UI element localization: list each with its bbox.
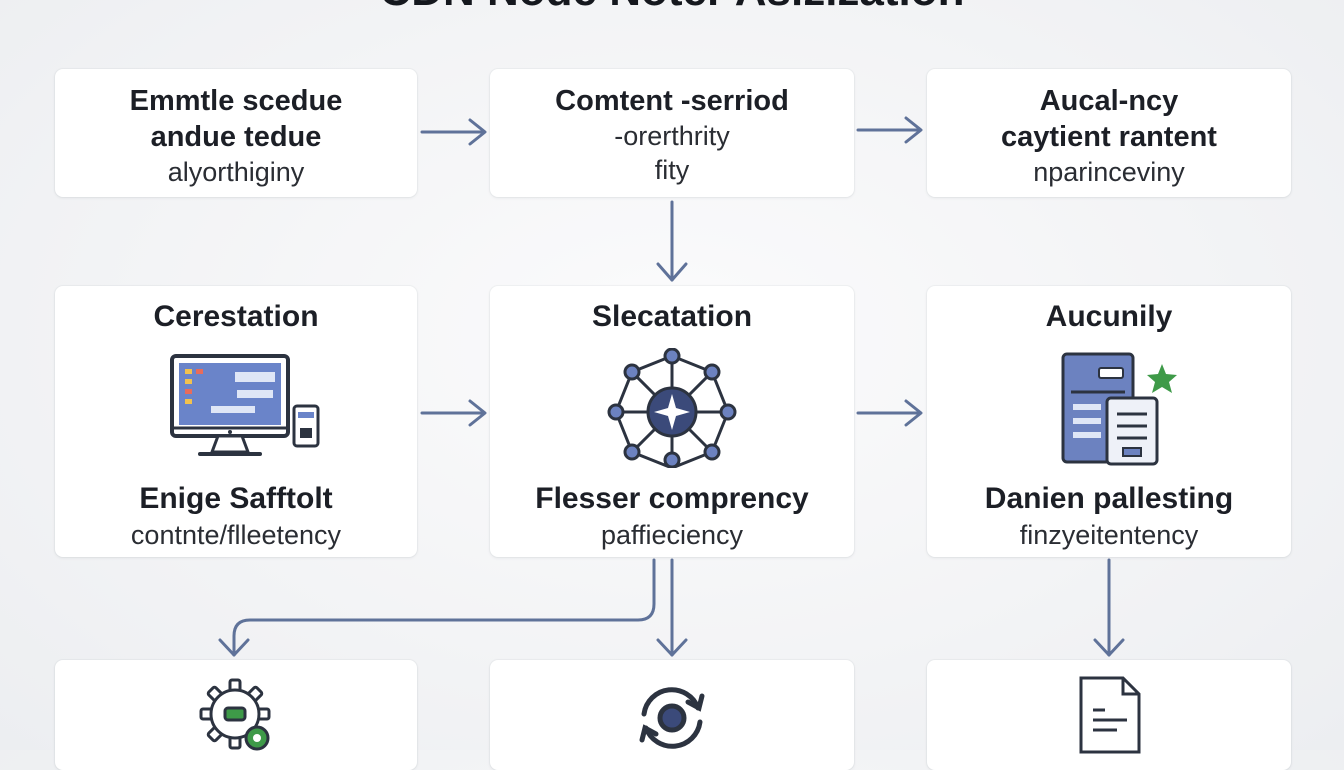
gear-icon bbox=[55, 674, 417, 754]
arrow-r2-c2-to-c3 bbox=[856, 399, 923, 427]
arrow-c2-r1-to-r2 bbox=[656, 200, 688, 282]
arrow-c2-r2-to-r3 bbox=[656, 558, 688, 657]
card-subtitle: -orerthrity bbox=[614, 121, 730, 151]
desktop-computer-icon bbox=[55, 348, 417, 468]
step-card-3-3 bbox=[927, 660, 1291, 770]
card-title-line: Comtent -serriod bbox=[555, 85, 789, 117]
card-caption: contnte/flleetency bbox=[130, 520, 342, 550]
step-card-3-1 bbox=[55, 660, 417, 770]
card-title: Aucunily bbox=[1045, 300, 1173, 333]
step-card-2-1: Cerestation Enige Safftolt contnte/fllee… bbox=[55, 286, 417, 557]
card-subtitle: alyorthiginy bbox=[167, 157, 305, 187]
step-card-1-3: Aucal-ncy caytient rantent nparinceviny bbox=[927, 69, 1291, 197]
card-subtitle: Flesser comprency bbox=[535, 482, 809, 515]
step-card-1-1: Emmtle scedue andue tedue alyorthiginy bbox=[55, 69, 417, 197]
card-subtitle: nparinceviny bbox=[1033, 157, 1185, 187]
arrow-c3-r2-to-r3 bbox=[1093, 558, 1125, 657]
network-nodes-icon bbox=[490, 347, 854, 470]
step-card-2-2: Slecatation bbox=[490, 286, 854, 557]
arrow-r2-c1-to-c2 bbox=[420, 399, 487, 427]
card-subtitle: Danien pallesting bbox=[984, 482, 1234, 515]
server-star-icon bbox=[927, 348, 1291, 468]
card-title: Slecatation bbox=[591, 300, 753, 333]
arrow-r1-c1-to-c2 bbox=[420, 118, 487, 146]
card-subtitle: Enige Safftolt bbox=[139, 482, 333, 515]
refresh-cycle-icon bbox=[490, 674, 854, 754]
card-title: Cerestation bbox=[153, 300, 319, 333]
diagram-title: CDN Node Noter Asizlzation bbox=[0, 0, 1344, 16]
connector-arrows bbox=[218, 116, 1125, 657]
document-icon bbox=[927, 674, 1291, 754]
step-card-3-2 bbox=[490, 660, 854, 770]
arrow-c2-r2-to-c1-r3 bbox=[218, 558, 656, 657]
step-card-2-3: Aucunily Danien pallesting finzyeitenten… bbox=[927, 286, 1291, 557]
card-caption: finzyeitentency bbox=[1019, 520, 1199, 550]
card-subtitle: fity bbox=[654, 155, 690, 185]
card-caption: paffieciency bbox=[600, 520, 744, 550]
card-title-line: Aucal-ncy bbox=[1039, 85, 1179, 117]
arrow-r1-c2-to-c3 bbox=[856, 116, 923, 144]
card-title-line: andue tedue bbox=[150, 121, 322, 153]
card-title-line: Emmtle scedue bbox=[129, 85, 343, 117]
card-title-line: caytient rantent bbox=[1001, 121, 1217, 153]
step-card-1-2: Comtent -serriod -orerthrity fity bbox=[490, 69, 854, 197]
